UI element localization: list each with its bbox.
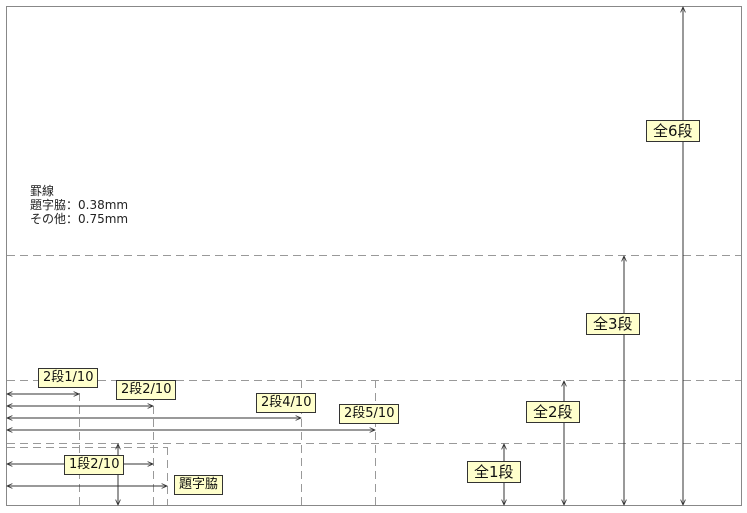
label-two-4-10: 2段4/10 bbox=[256, 393, 317, 413]
label-full2: 全2段 bbox=[526, 401, 580, 423]
label-two-2-10: 2段2/10 bbox=[116, 380, 177, 400]
label-title-side: 題字脇 bbox=[174, 475, 224, 495]
label-two-1-10: 2段1/10 bbox=[38, 368, 99, 388]
line-width-note: 罫線 題字脇：0.38mm その他：0.75mm bbox=[30, 184, 128, 226]
page-frame bbox=[6, 6, 742, 506]
note-title: 罫線 bbox=[30, 184, 55, 198]
label-full6: 全6段 bbox=[646, 120, 700, 142]
note-line-titleside: 題字脇：0.38mm bbox=[30, 198, 129, 212]
label-two-5-10: 2段5/10 bbox=[339, 404, 400, 424]
note-line-other: その他：0.75mm bbox=[30, 212, 129, 226]
label-one-2-10: 1段2/10 bbox=[64, 455, 125, 475]
label-full1: 全1段 bbox=[467, 461, 521, 483]
label-full3: 全3段 bbox=[586, 313, 640, 335]
